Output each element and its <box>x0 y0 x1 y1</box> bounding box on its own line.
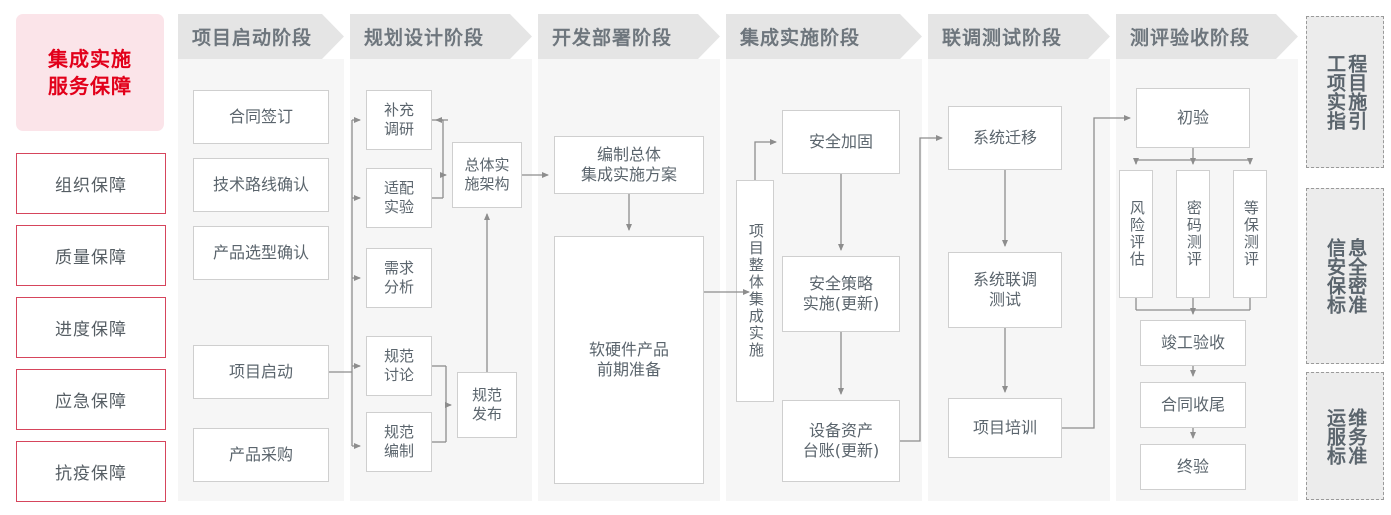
node-spec-release[interactable]: 规范发布 <box>457 372 517 438</box>
phase-header-6[interactable]: 测评验收阶段 <box>1116 14 1298 59</box>
node-final-acceptance[interactable]: 终验 <box>1140 444 1246 490</box>
node-project-training[interactable]: 项目培训 <box>948 398 1062 458</box>
node-system-migration[interactable]: 系统迁移 <box>948 106 1062 170</box>
node-mlps-evaluation[interactable]: 等保测评 <box>1233 170 1267 298</box>
standard-box-security-standard[interactable]: 息全密准 信安保标 <box>1306 188 1384 364</box>
node-tech-route-confirm[interactable]: 技术路线确认 <box>193 158 329 212</box>
node-contract-signing[interactable]: 合同签订 <box>193 90 329 144</box>
node-security-policy[interactable]: 安全策略实施(更新) <box>782 256 900 332</box>
node-project-kickoff[interactable]: 项目启动 <box>193 345 329 399</box>
node-product-procurement[interactable]: 产品采购 <box>193 428 329 482</box>
lead-title-line2: 服务保障 <box>48 73 132 98</box>
node-completion-acceptance[interactable]: 竣工验收 <box>1140 320 1246 366</box>
standard-box-ops-standard[interactable]: 维务准 运服标 <box>1306 372 1384 500</box>
node-preliminary-acceptance[interactable]: 初验 <box>1136 88 1250 148</box>
node-security-hardening[interactable]: 安全加固 <box>782 110 900 174</box>
guarantee-item-schedule[interactable]: 进度保障 <box>16 297 166 358</box>
phase-header-4[interactable]: 集成实施阶段 <box>726 14 922 59</box>
standard-text-col-right-3: 维务准 <box>1345 407 1368 465</box>
node-product-selection[interactable]: 产品选型确认 <box>193 226 329 280</box>
node-asset-ledger[interactable]: 设备资产台账(更新) <box>782 400 900 482</box>
standard-text-col-right-1: 程目施引 <box>1345 54 1368 130</box>
node-supplementary-research[interactable]: 补充调研 <box>366 90 432 150</box>
node-adaptation-experiment[interactable]: 适配实验 <box>366 168 432 228</box>
guarantee-panel: 集成实施 服务保障 组织保障 质量保障 进度保障 应急保障 抗疫保障 <box>16 14 166 502</box>
node-overall-integration-plan[interactable]: 编制总体集成实施方案 <box>554 136 704 194</box>
guarantee-item-organization[interactable]: 组织保障 <box>16 153 166 214</box>
node-spec-discussion[interactable]: 规范讨论 <box>366 336 432 396</box>
node-system-joint-test[interactable]: 系统联调测试 <box>948 252 1062 328</box>
node-requirement-analysis[interactable]: 需求分析 <box>366 248 432 308</box>
node-spec-drafting[interactable]: 规范编制 <box>366 412 432 472</box>
phase-header-3[interactable]: 开发部署阶段 <box>538 14 720 59</box>
phase-header-5[interactable]: 联调测试阶段 <box>928 14 1110 59</box>
phase-header-1[interactable]: 项目启动阶段 <box>178 14 344 59</box>
guarantee-item-quality[interactable]: 质量保障 <box>16 225 166 286</box>
standard-text-col-right-2: 息全密准 <box>1345 238 1368 314</box>
node-overall-architecture[interactable]: 总体实施架构 <box>452 142 522 208</box>
guarantee-item-epidemic[interactable]: 抗疫保障 <box>16 441 166 502</box>
standard-text-col-left-3: 运服标 <box>1324 407 1346 465</box>
node-hw-sw-preparation[interactable]: 软硬件产品前期准备 <box>554 236 704 484</box>
standard-box-project-guideline[interactable]: 程目施引 工项实指 <box>1306 16 1384 168</box>
node-risk-assessment[interactable]: 风险评估 <box>1119 170 1153 298</box>
guarantee-item-emergency[interactable]: 应急保障 <box>16 369 166 430</box>
lead-title-box: 集成实施 服务保障 <box>16 14 164 131</box>
standard-text-col-left-2: 信安保标 <box>1324 238 1346 314</box>
node-contract-closure[interactable]: 合同收尾 <box>1140 382 1246 428</box>
node-overall-project-integration[interactable]: 项目整体集成实施 <box>736 180 774 402</box>
standard-text-col-left-1: 工项实指 <box>1324 54 1346 130</box>
phase-header-2[interactable]: 规划设计阶段 <box>350 14 532 59</box>
node-crypto-evaluation[interactable]: 密码测评 <box>1176 170 1210 298</box>
lead-title-line1: 集成实施 <box>48 46 132 71</box>
